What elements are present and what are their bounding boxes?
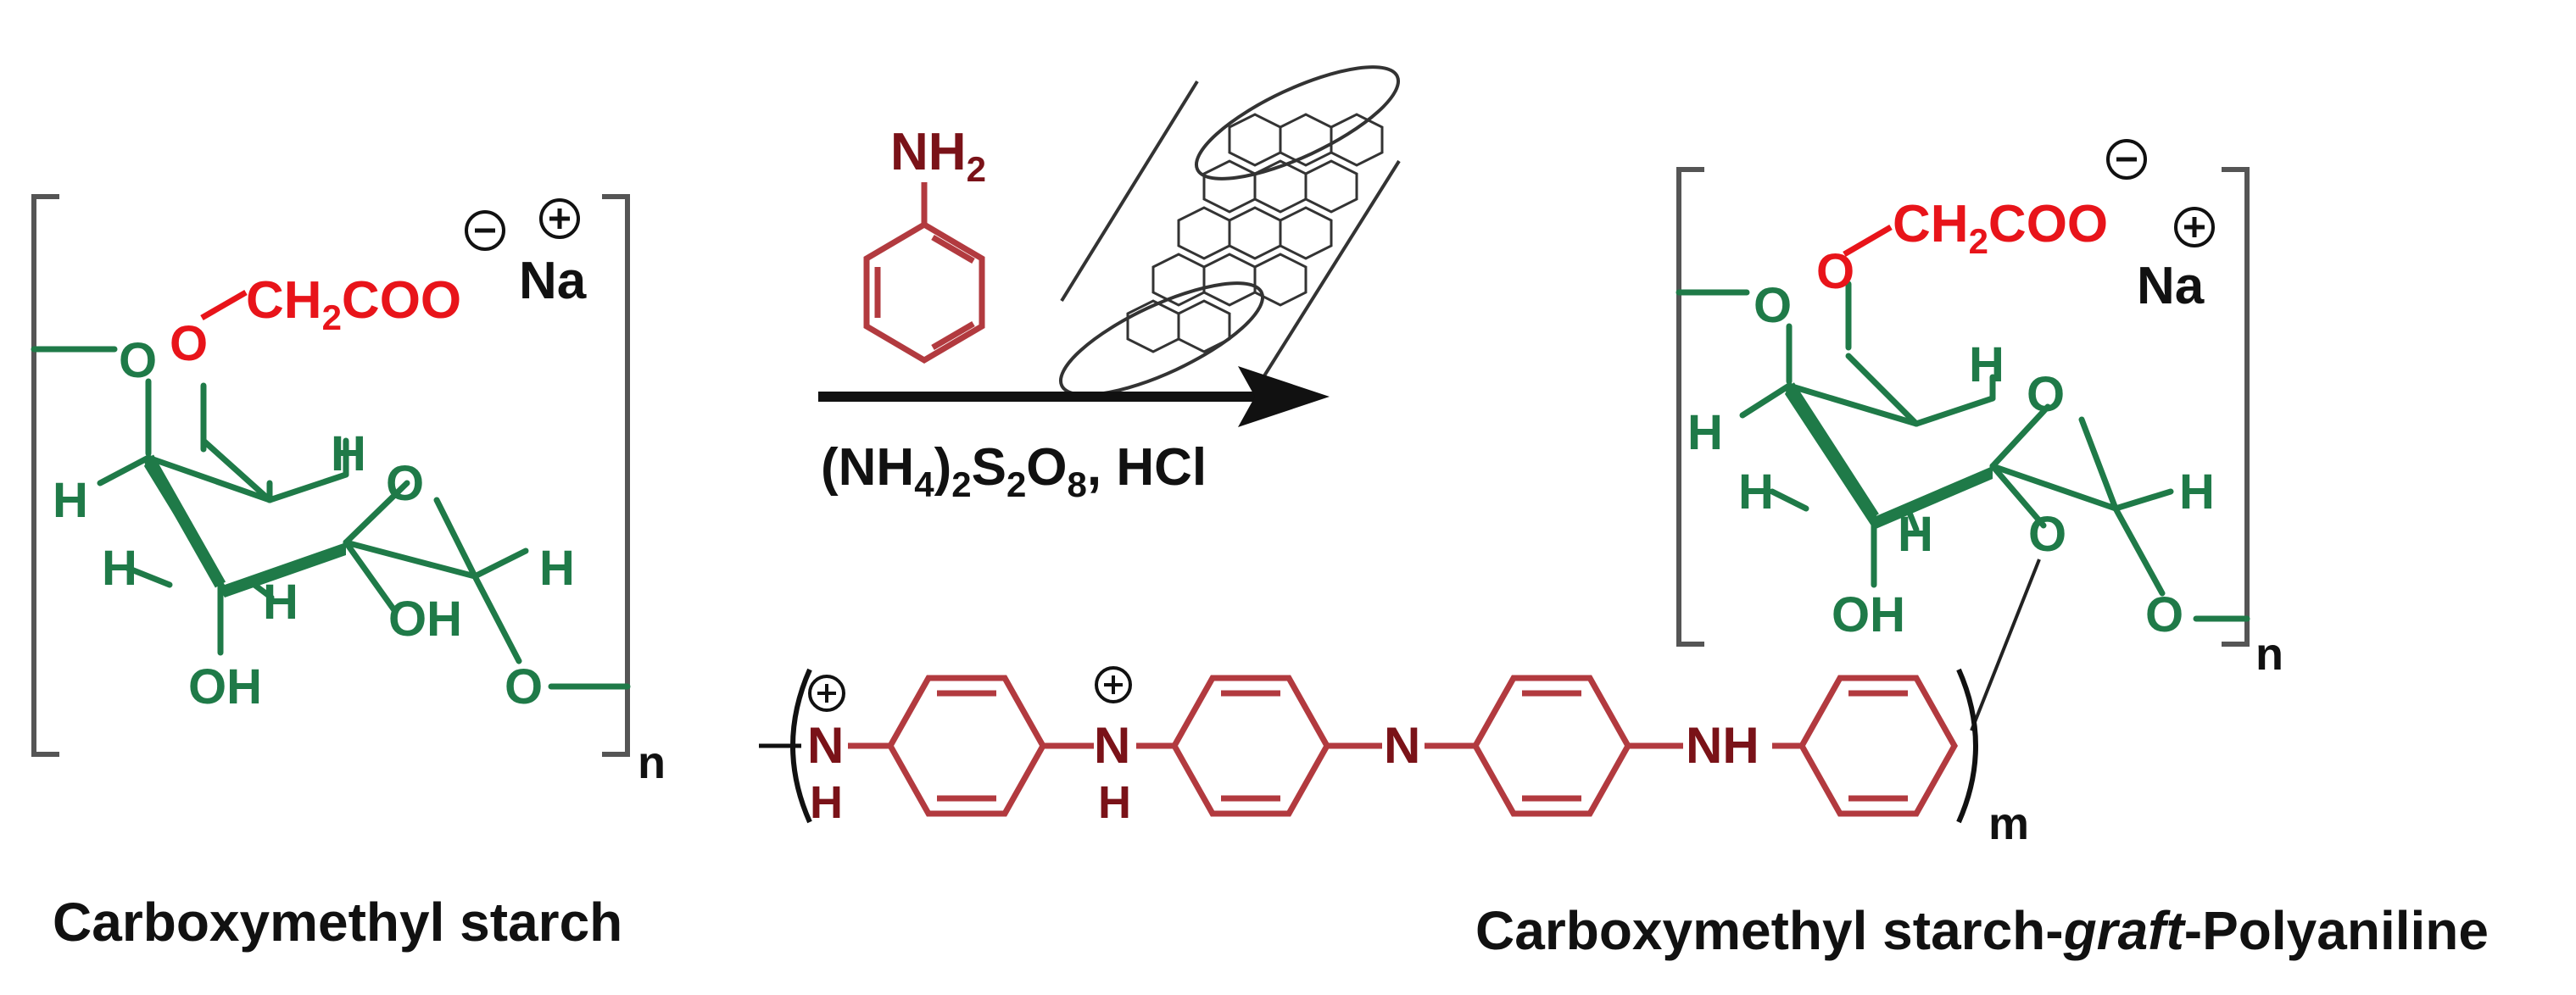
carbon-nanotube-icon	[1058, 65, 1401, 397]
left-wedge-bond	[144, 458, 346, 598]
right-wedge-bond	[1785, 386, 1993, 530]
left-ether-o-label: O	[170, 316, 208, 371]
left-h-label-1: H	[331, 426, 366, 481]
pani-h-1-label: H	[810, 777, 843, 828]
pani-nh-4-label: NH	[1686, 717, 1759, 774]
pani-ring-4	[1772, 675, 1959, 817]
right-n-subscript-label: n	[2255, 629, 2283, 680]
left-ring-o2-label: O	[386, 456, 424, 511]
right-minus-charge-icon	[2106, 139, 2147, 180]
right-ring-o2-label: O	[2027, 367, 2065, 422]
left-h-label-5: H	[539, 541, 575, 596]
right-plus-charge-icon	[2174, 207, 2215, 247]
reaction-conditions-label: (NH4)2S2O8, HCl	[821, 438, 1207, 504]
graft-bond	[1970, 559, 2041, 731]
reagents-and-arrow: NH2	[818, 65, 1401, 504]
right-h-label-2: H	[1687, 405, 1723, 460]
cond-part-4: O	[1026, 438, 1067, 497]
left-oh-label-1: OH	[388, 592, 462, 647]
right-o-graft-label: O	[2028, 507, 2066, 562]
carboxymethyl-starch-structure: O O CH2COO Na H O H H H OH H OH O n	[31, 194, 666, 788]
right-coo-label: COO	[1988, 195, 2108, 253]
right-caption-italic: graft	[2063, 900, 2187, 961]
pani-ring-3	[1425, 675, 1683, 817]
left-ch2-label: CH	[246, 271, 322, 330]
pani-m-subscript-label: m	[1988, 798, 2029, 849]
right-bracket-close	[2222, 167, 2250, 647]
pani-plus-charge-icon-2	[1095, 666, 1132, 703]
cond-part-2: )	[934, 438, 952, 497]
right-h-label-1: H	[1969, 337, 2004, 392]
right-caption: Carboxymethyl starch-graft-Polyaniline	[1475, 900, 2489, 961]
right-ch2coo-label: CH2COO	[1893, 195, 2108, 261]
pani-h-2-label: H	[1098, 777, 1131, 828]
left-glucose-ring	[31, 346, 631, 690]
cond-sub-1: 4	[914, 464, 934, 504]
reaction-arrow-head-icon	[1238, 366, 1330, 427]
left-ch2coo-label: CH2COO	[246, 271, 461, 337]
right-h-label-5: H	[2179, 464, 2215, 520]
right-caption-suffix: -Polyaniline	[2184, 900, 2489, 961]
right-glucose-ring	[1676, 281, 2250, 622]
right-h-label-3: H	[1738, 464, 1774, 520]
aniline-nh-label: NH	[890, 123, 967, 181]
pani-ring-2	[1136, 675, 1382, 817]
left-bracket-close	[602, 194, 630, 757]
left-coo-label: COO	[342, 271, 461, 330]
cond-sub-4: 8	[1068, 464, 1087, 504]
svg-text:CH2COO: CH2COO	[246, 271, 461, 337]
graft-starch-structure: O O CH2COO Na H O H H H O H OH O n	[1676, 139, 2283, 731]
right-oh-label: OH	[1832, 587, 1905, 642]
pani-ring-1	[848, 675, 1094, 817]
right-ch2-label: CH	[1893, 195, 1969, 253]
right-na-label: Na	[2137, 257, 2205, 315]
left-minus-charge-icon	[465, 210, 505, 251]
left-ring-o-label: O	[119, 333, 157, 388]
aniline-amine-label: NH2	[890, 123, 986, 189]
right-caption-prefix: Carboxymethyl starch-	[1475, 900, 2064, 961]
cond-sub-2: 2	[951, 464, 971, 504]
right-ether-o-label: O	[1816, 244, 1854, 299]
left-h-label-2: H	[53, 473, 88, 528]
right-bracket-open	[1676, 167, 1704, 647]
left-n-subscript-label: n	[638, 737, 666, 788]
left-caption: Carboxymethyl starch	[53, 892, 622, 953]
pani-nh-2-label: N	[1094, 717, 1130, 774]
left-ch2-subscript: 2	[322, 297, 342, 337]
cond-sub-3: 2	[1006, 464, 1026, 504]
left-oh-label-2: OH	[188, 659, 262, 714]
cond-part-3: S	[972, 438, 1006, 497]
cond-part-1: (NH	[821, 438, 914, 497]
polyaniline-chain: N H N H N	[759, 666, 2029, 849]
right-o-label-3: O	[2145, 587, 2183, 642]
left-plus-charge-icon	[539, 198, 580, 239]
pani-nh-1-label: N	[807, 717, 844, 774]
pani-plus-charge-icon-1	[808, 675, 845, 712]
pani-n-3-label: N	[1384, 717, 1420, 774]
cond-part-5: , HCl	[1087, 438, 1207, 497]
aniline-benzene-ring	[863, 182, 985, 364]
left-h-label-4: H	[263, 575, 298, 630]
pani-paren-close	[1956, 668, 1978, 824]
right-ring-o-label: O	[1754, 278, 1792, 333]
left-h-label-3: H	[102, 541, 137, 596]
right-h-label-4: H	[1898, 507, 1933, 562]
right-ch2-subscript: 2	[1969, 221, 1988, 261]
aniline-nh-subscript: 2	[967, 149, 986, 189]
left-o-label-3: O	[505, 659, 543, 714]
left-bracket-open	[31, 194, 59, 757]
left-na-label: Na	[519, 252, 587, 310]
